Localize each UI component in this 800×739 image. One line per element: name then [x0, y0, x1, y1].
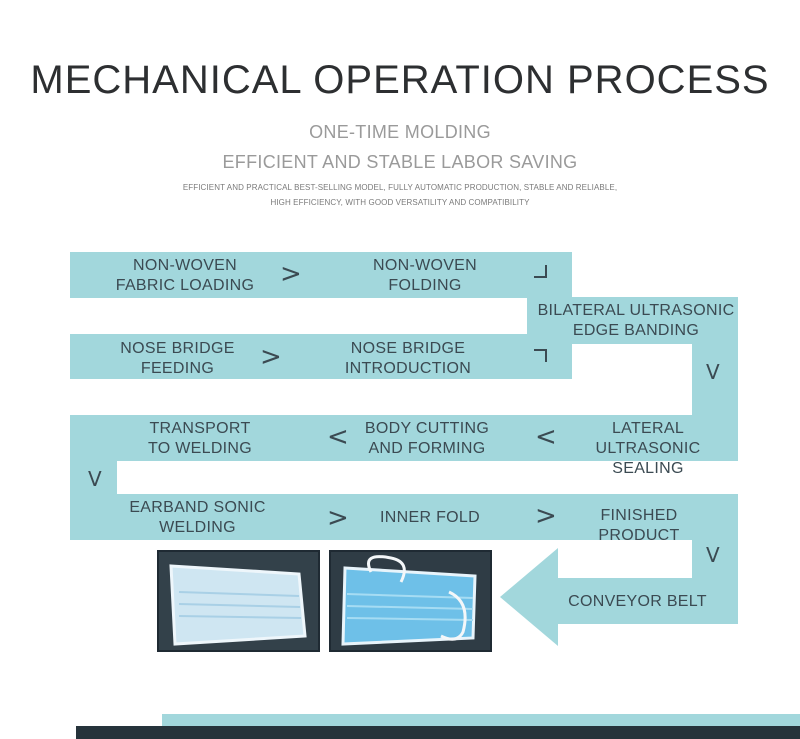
step-fabric-loading: NON-WOVEN FABRIC LOADING [115, 257, 255, 294]
flow-band-row-2 [70, 334, 572, 379]
step-body-cutting-forming: BODY CUTTING AND FORMING [364, 420, 490, 457]
footer-accent-bar [162, 714, 800, 726]
page-title: MECHANICAL OPERATION PROCESS [30, 58, 770, 102]
arrow-right-icon: > [535, 501, 557, 531]
description-line-1: EFFICIENT AND PRACTICAL BEST-SELLING MOD… [182, 183, 618, 192]
step-bilateral-edge-banding: BILATERAL ULTRASONIC EDGE BANDING [537, 302, 735, 339]
arrow-down-icon: V [88, 467, 102, 491]
subtitle-labor-saving: EFFICIENT AND STABLE LABOR SAVING [222, 152, 578, 172]
flow-band-row-4 [70, 494, 738, 540]
arrow-left-icon: < [535, 422, 557, 452]
mask-photo-with-earloops [329, 550, 492, 652]
arrow-down-icon: V [706, 360, 720, 384]
step-finished-product: FINISHED PRODUCT [598, 507, 680, 544]
arrow-right-icon: > [260, 342, 282, 372]
flow-band-row-1 [70, 252, 572, 298]
arrow-down-icon: V [706, 543, 720, 567]
arrow-right-icon: > [327, 503, 349, 533]
step-earband-sonic-welding: EARBAND SONIC WELDING [129, 499, 266, 536]
step-non-woven-folding: NON-WOVEN FOLDING [372, 257, 478, 294]
flow-band-row-3 [70, 415, 738, 461]
subtitle-one-time-molding: ONE-TIME MOLDING [309, 122, 491, 142]
step-transport-to-welding: TRANSPORT TO WELDING [147, 420, 253, 457]
step-lateral-ultrasonic-sealing: LATERAL ULTRASONIC SEALING [595, 420, 701, 477]
flow-band-conveyor [557, 578, 738, 624]
arrow-left-icon: < [327, 422, 349, 452]
arrow-right-icon: > [280, 259, 302, 289]
flow-band-right-connector [692, 343, 738, 418]
footer-dark-bar [76, 726, 800, 739]
flow-band-right-connector-2 [692, 539, 738, 579]
corner-turn-icon [534, 349, 547, 362]
step-nose-bridge-feeding: NOSE BRIDGE FEEDING [120, 340, 235, 377]
conveyor-arrow-head [500, 548, 558, 646]
step-conveyor-belt: CONVEYOR BELT [568, 593, 707, 610]
step-nose-bridge-introduction: NOSE BRIDGE INTRODUCTION [344, 340, 472, 377]
corner-turn-icon [534, 265, 547, 278]
flow-band-left-connector [70, 460, 117, 496]
step-inner-fold: INNER FOLD [380, 509, 480, 526]
mask-photo-flat [157, 550, 320, 652]
description-line-2: HIGH EFFICIENCY, WITH GOOD VERSATILITY A… [270, 198, 530, 207]
